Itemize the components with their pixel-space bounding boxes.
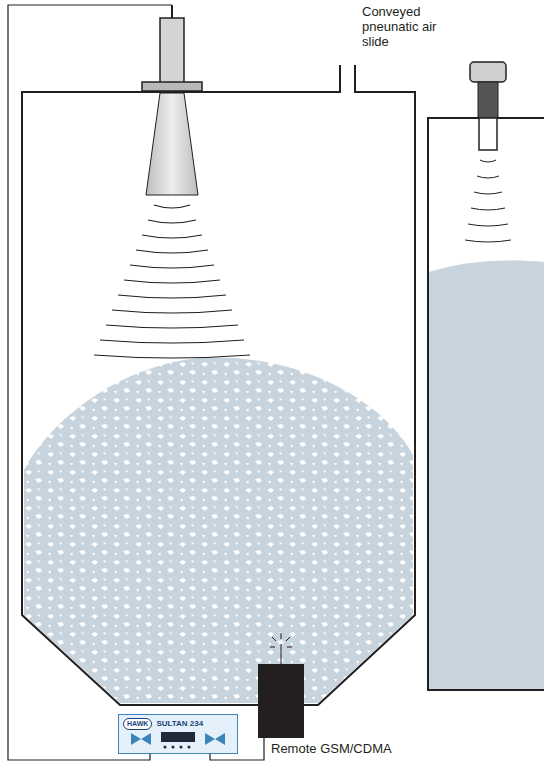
radar-wave [100,340,244,343]
controller-panel [123,731,233,751]
sensor-flange [142,82,202,91]
model-name: SULTAN 234 [156,719,203,729]
silo-outline [22,65,415,705]
radar-wave [142,235,202,238]
sensor-neck [478,82,498,118]
gsm-modem-box: Remote GSM/CDMA [258,664,304,738]
radar-wave [154,205,190,208]
ultrasonic-wave [480,160,496,162]
radar-wave [118,295,226,298]
bulk-material [24,357,413,703]
lcd-display [161,732,195,742]
horn-antenna [146,93,198,195]
modem-label: Remote GSM/CDMA [271,741,392,756]
button [188,746,191,749]
button [164,746,167,749]
controller-header: HAWK SULTAN 234 [123,718,233,730]
radar-wave [124,280,220,283]
radar-wave [130,265,214,268]
ultrasonic-wave [471,208,505,210]
radar-wave [106,325,238,328]
button [172,746,175,749]
ultrasonic-waves [465,160,511,242]
ultrasonic-wave [465,240,511,242]
radar-wave [94,355,250,358]
ultrasonic-wave [468,224,508,226]
radar-wave [148,220,196,223]
antenna [270,633,292,664]
radar-wave [136,250,208,253]
brand-logo: HAWK [123,718,152,730]
tank-outline [428,118,544,690]
ultrasonic-wave [477,176,499,178]
sensor-body [160,18,184,84]
panel-emblem [131,733,151,745]
liquid [429,260,544,690]
signal-wire [8,5,172,760]
radar-waves [94,205,250,358]
sensor-probe [479,118,497,150]
inlet-label: Conveyed pneunatic air slide [362,4,442,49]
radar-wave [112,310,232,313]
sensor-head [470,62,506,82]
button [180,746,183,749]
panel-emblem [205,733,225,745]
ultrasonic-wave [474,192,502,194]
controller-box: HAWK SULTAN 234 [118,714,238,754]
